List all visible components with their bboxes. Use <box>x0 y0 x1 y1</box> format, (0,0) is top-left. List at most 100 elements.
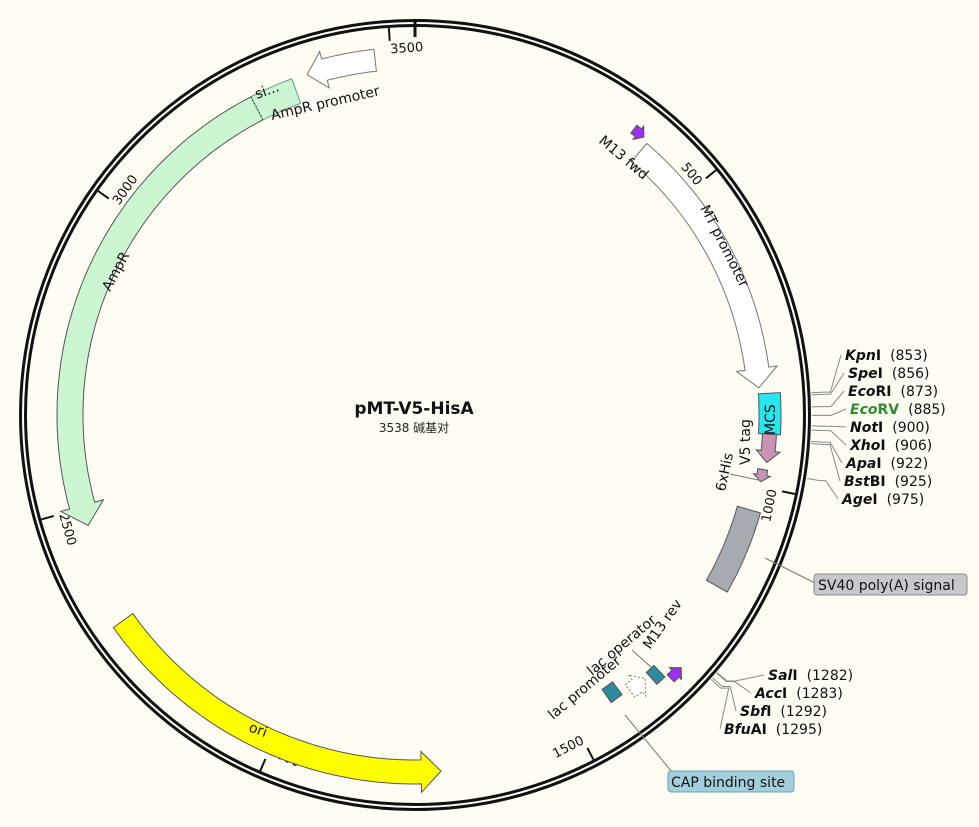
tick-mark <box>781 490 796 496</box>
enzyme-name-italic: Bfu <box>724 722 751 738</box>
enzyme-name-suffix: I <box>872 492 877 508</box>
enzyme-name-suffix: I <box>878 366 883 382</box>
enzyme-name-suffix: BI <box>870 474 886 490</box>
cap-callout-text[interactable]: CAP binding site <box>671 775 785 791</box>
enzyme-site-label[interactable]: KpnI(853) <box>845 348 928 364</box>
sv40-callout-text[interactable]: SV40 poly(A) signal <box>818 578 955 594</box>
tick-mark <box>705 169 717 180</box>
enzyme-site-label[interactable]: XhoI (906) <box>849 438 932 454</box>
enzyme-position: (1292) <box>780 704 827 720</box>
feature-signal-peptide[interactable] <box>250 78 302 121</box>
enzyme-name-italic: Sal <box>768 668 793 684</box>
feature-ori[interactable] <box>112 612 442 794</box>
label-ori[interactable]: ori <box>247 720 270 741</box>
enzyme-site-label[interactable]: AccI (1283) <box>754 686 843 702</box>
enzyme-site-label[interactable]: BfuAI(1295) <box>724 722 822 738</box>
feature-lac-operator[interactable] <box>645 664 666 686</box>
enzyme-name-italic: Age <box>841 492 872 508</box>
tick-mark <box>41 515 55 521</box>
enzyme-site-label[interactable]: EcoRV(885) <box>850 402 946 418</box>
enzyme-name-italic: Acc <box>754 686 783 702</box>
enzyme-leader <box>811 425 847 428</box>
label-signal-peptide[interactable]: si... <box>253 79 282 102</box>
enzyme-leader <box>811 429 847 446</box>
enzyme-site-label[interactable]: BstBI(925) <box>844 474 932 490</box>
tick-label: 1000 <box>759 488 780 523</box>
enzyme-name-suffix: I <box>792 668 797 684</box>
sv40-callout-box[interactable] <box>813 573 968 596</box>
enzyme-leader <box>811 440 843 464</box>
feature-mcs[interactable] <box>757 392 782 436</box>
enzyme-position: (856) <box>892 366 930 382</box>
enzyme-name-suffix: I <box>876 348 881 364</box>
enzyme-position: (853) <box>890 348 928 364</box>
enzyme-site-label[interactable]: ApaI(922) <box>845 456 928 472</box>
plasmid-name: pMT-V5-HisA <box>354 399 474 419</box>
enzyme-leader <box>810 443 841 482</box>
enzyme-site-label[interactable]: AgeI (975) <box>841 492 924 508</box>
enzyme-position: (922) <box>891 456 929 472</box>
enzyme-name-suffix: I <box>880 438 885 454</box>
label-v5-tag[interactable]: V5 tag <box>738 419 754 465</box>
enzyme-position: (906) <box>895 438 933 454</box>
tick-mark <box>387 27 391 41</box>
enzyme-leader <box>710 679 730 730</box>
feature-cap-binding-site[interactable] <box>601 681 623 704</box>
feature-m13-rev[interactable] <box>666 667 683 683</box>
enzyme-name-suffix: I <box>876 456 881 472</box>
enzyme-name-suffix: I <box>878 420 883 436</box>
enzyme-position: (1282) <box>807 668 854 684</box>
feature-ampr[interactable] <box>56 78 302 527</box>
enzyme-leader <box>712 677 737 712</box>
enzyme-site-label[interactable]: EcoRI (873) <box>848 384 938 400</box>
features <box>56 48 782 794</box>
enzyme-name-italic: Spe <box>848 366 878 382</box>
enzyme-leader <box>811 354 842 394</box>
enzyme-leader-lines <box>710 354 847 730</box>
tick-label: 3500 <box>390 40 424 57</box>
tick-mark <box>259 758 267 772</box>
tick-mark <box>586 747 595 761</box>
tick-mark <box>97 190 110 200</box>
enzyme-position: (975) <box>887 492 925 508</box>
enzyme-position: (900) <box>892 420 930 436</box>
plasmid-length: 3538 碱基对 <box>379 421 449 435</box>
enzyme-leader <box>806 478 839 500</box>
enzyme-name-italic: Not <box>850 420 879 436</box>
enzyme-name-italic: Xho <box>849 438 881 454</box>
feature-m13-fwd[interactable] <box>630 124 645 141</box>
enzyme-position: (885) <box>908 402 946 418</box>
feature-6xhis[interactable] <box>752 468 772 483</box>
enzyme-position: (1283) <box>796 686 843 702</box>
enzyme-position: (1295) <box>776 722 823 738</box>
enzyme-site-label[interactable]: SpeI (856) <box>848 366 929 382</box>
enzyme-name-italic: Bst <box>844 474 871 490</box>
leader-cap <box>624 714 673 773</box>
enzyme-name-suffix: I <box>782 686 787 702</box>
tick-label: 1500 <box>550 733 586 762</box>
enzyme-site-label[interactable]: SbfI(1292) <box>740 704 827 720</box>
leader-6xhis <box>729 473 759 481</box>
feature-sv40-polya[interactable] <box>705 505 762 593</box>
label-mcs[interactable]: MCS <box>763 404 779 435</box>
enzyme-name-italic: Eco <box>850 402 878 418</box>
enzyme-site-label[interactable]: NotI (900) <box>850 420 930 436</box>
enzyme-leader <box>716 672 752 694</box>
enzyme-site-label[interactable]: SalI (1282) <box>768 668 853 684</box>
feature-ampr-promoter[interactable] <box>306 48 377 89</box>
signal-peptide-divider <box>250 96 264 121</box>
feature-mt-promoter[interactable] <box>630 142 779 389</box>
enzyme-name-italic: Eco <box>848 384 876 400</box>
enzyme-position: (873) <box>900 384 938 400</box>
enzyme-name-suffix: RI <box>875 384 891 400</box>
label-6xhis[interactable]: 6xHis <box>713 451 737 492</box>
enzyme-name-italic: Sbf <box>740 704 768 720</box>
restriction-sites: KpnI(853)SpeI(856)EcoRI(873)EcoRV(885)No… <box>724 348 946 738</box>
feature-lac-promoter[interactable] <box>624 674 647 699</box>
enzyme-leader <box>811 372 845 396</box>
enzyme-leader <box>716 672 765 682</box>
cap-callout-box[interactable] <box>667 770 795 793</box>
leader-lac-operator <box>631 649 653 669</box>
feature-v5-tag[interactable] <box>755 433 782 464</box>
